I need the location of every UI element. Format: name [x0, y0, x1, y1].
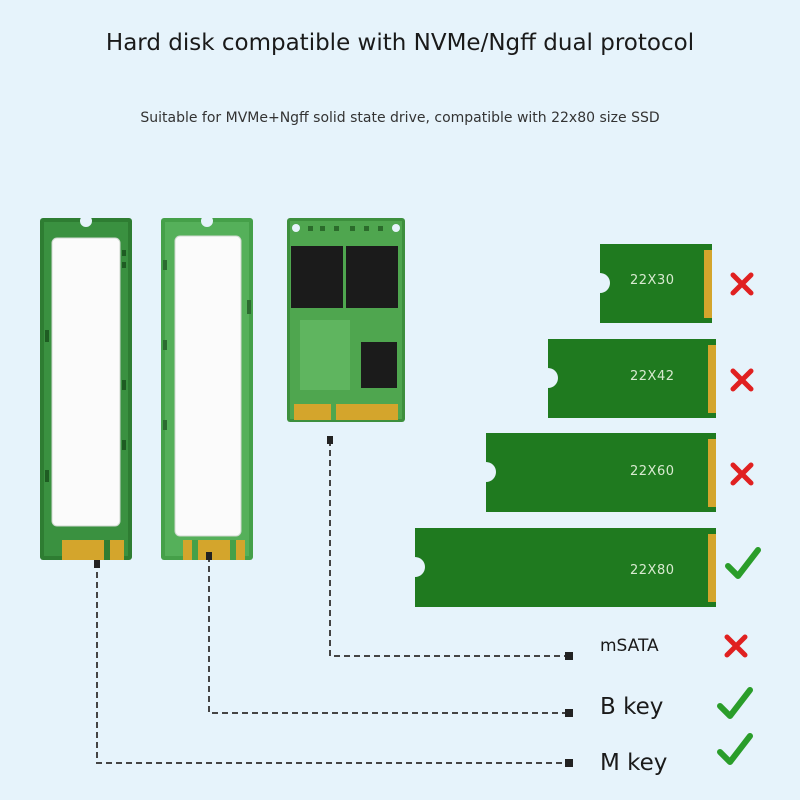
connector-b-key	[208, 556, 565, 714]
interface-label-b-key: B key	[600, 694, 664, 720]
connector-msata	[329, 440, 565, 657]
size-label-22x80: 22X80	[630, 563, 675, 578]
size-label-22x30: 22X30	[630, 273, 675, 288]
size-card-22x30	[600, 244, 712, 323]
connector-m-key	[96, 562, 565, 764]
cross-icon	[730, 462, 754, 486]
size-card-22x80	[415, 528, 716, 607]
interface-label-m-key: M key	[600, 750, 668, 776]
page-title: Hard disk compatible with NVMe/Ngff dual…	[105, 30, 695, 56]
check-icon	[725, 547, 761, 579]
cross-icon	[730, 272, 754, 296]
size-card-22x60	[486, 433, 716, 512]
msata-ssd-board	[287, 218, 405, 422]
interface-label-msata: mSATA	[600, 636, 659, 656]
check-icon	[717, 733, 753, 765]
cross-icon	[730, 368, 754, 392]
size-card-22x42	[548, 339, 716, 418]
cross-icon	[724, 634, 748, 658]
b-key-ssd-board	[161, 215, 253, 560]
size-label-22x42: 22X42	[630, 369, 675, 384]
check-icon	[717, 687, 753, 719]
size-label-22x60: 22X60	[630, 464, 675, 479]
m-key-ssd-board	[40, 215, 132, 560]
page-subtitle: Suitable for MVMe+Ngff solid state drive…	[140, 110, 660, 126]
